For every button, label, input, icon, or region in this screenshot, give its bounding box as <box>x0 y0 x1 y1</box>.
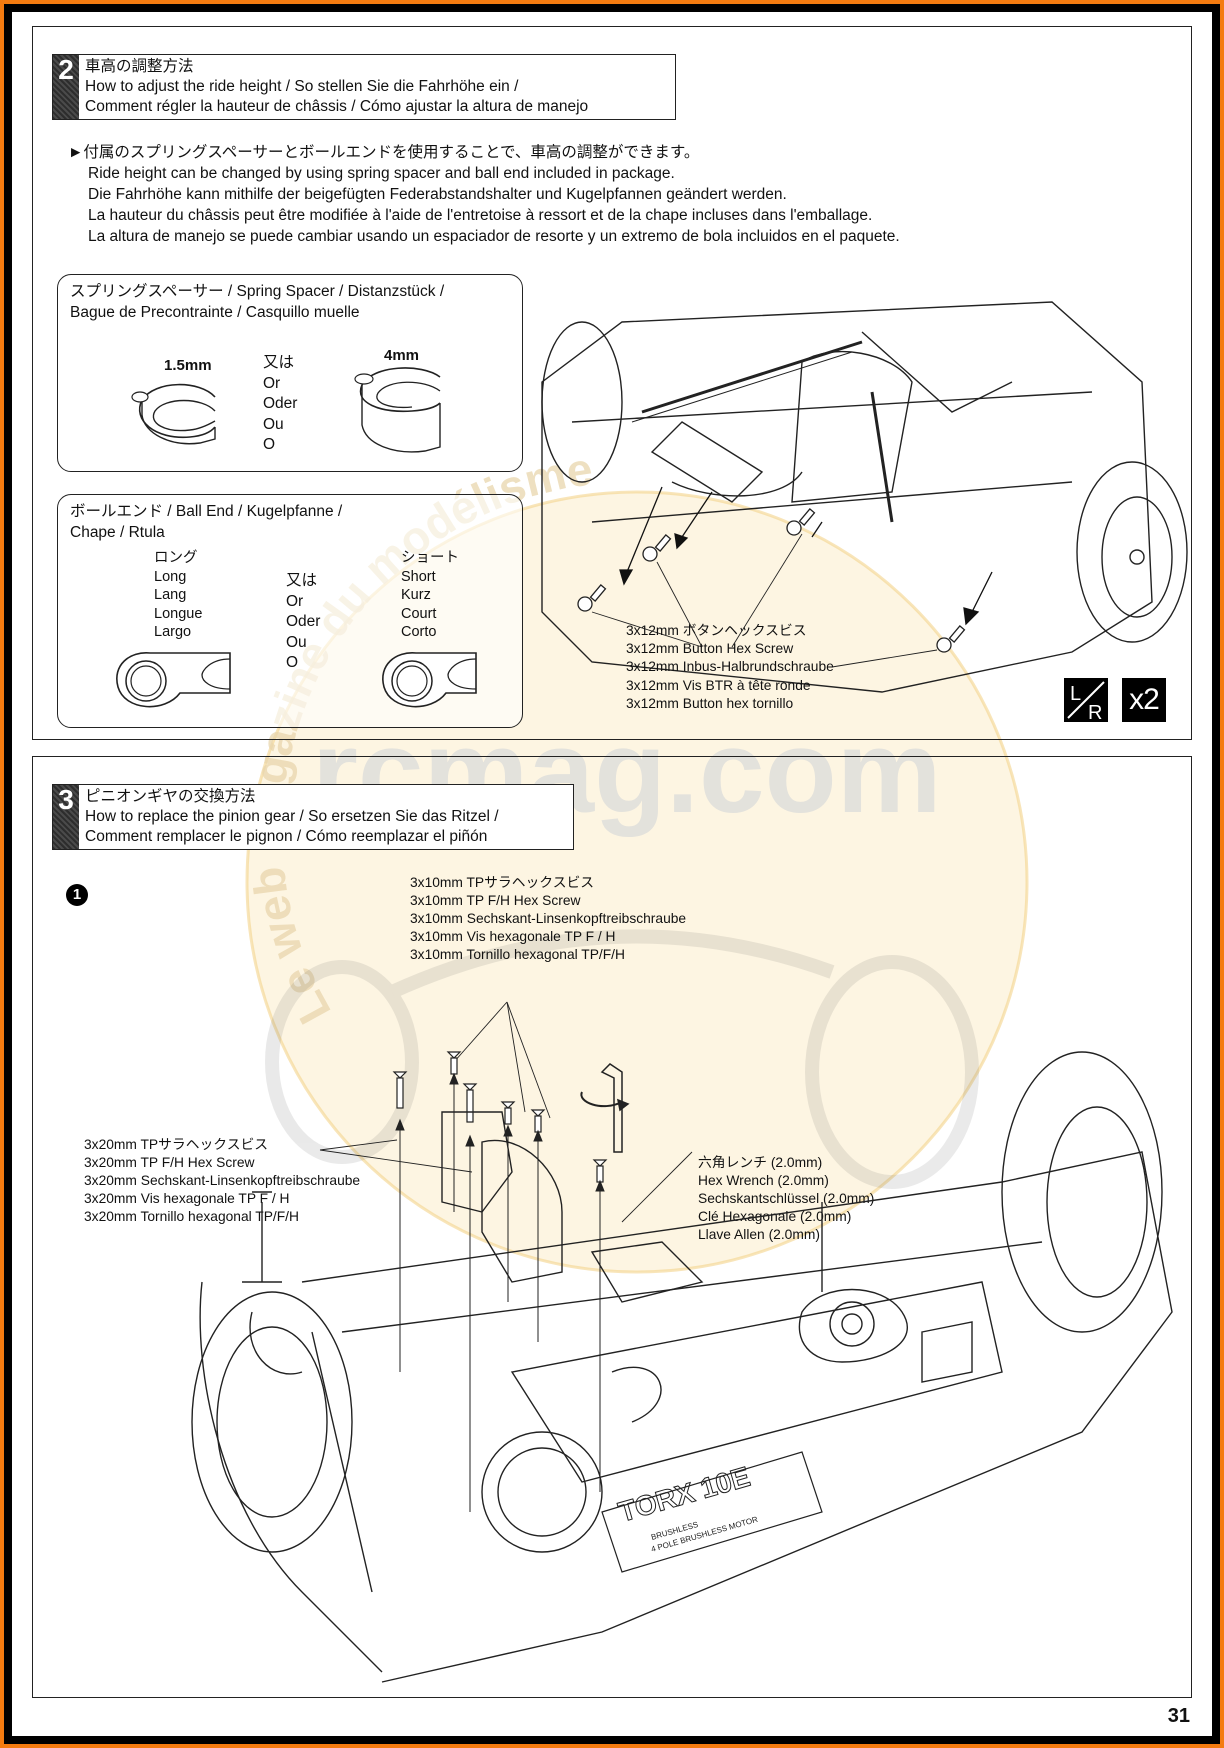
spring-spacer-title-2: Bague de Precontrainte / Casquillo muell… <box>70 304 360 321</box>
step2-screw-callout: 3x12mm ボタンヘックスビス 3x12mm Button Hex Screw… <box>626 623 834 711</box>
step2-number: 2 <box>53 55 79 119</box>
screw-arrows <box>619 486 993 626</box>
step2-car-illustration <box>541 301 1188 693</box>
step3-title-line1: How to replace the pinion gear / So erse… <box>85 808 499 825</box>
ball-end-title-2: Chape / Rtula <box>70 524 165 541</box>
screw-3x20-callout: 3x20mm TPサラヘックスビス 3x20mm TP F/H Hex Scre… <box>84 1137 361 1224</box>
insertion-arrows <box>395 1072 605 1512</box>
ball-end-long-labels: ロング Long Lang Longue Largo <box>154 550 203 640</box>
spacer-1-5mm-label: 1.5mm <box>164 357 212 374</box>
arrow-right-icon: ► <box>68 144 84 161</box>
page-number: 31 <box>1167 1705 1190 1727</box>
step3-title-ja: ピニオンギヤの交換方法 <box>85 788 256 805</box>
intro-line-en: Ride height can be changed by using spri… <box>88 165 675 182</box>
svg-text:L: L <box>1070 683 1081 705</box>
step3-title-line2: Comment remplacer le pignon / Cómo reemp… <box>85 828 488 845</box>
spacer-4mm-icon <box>354 367 441 453</box>
spring-spacer-title-1: スプリングスペーサー / Spring Spacer / Distanzstüc… <box>70 283 445 300</box>
intro-line-es: La altura de manejo se puede cambiar usa… <box>88 228 900 245</box>
screw-3x10-callout: 3x10mm TPサラヘックスビス 3x10mm TP F/H Hex Scre… <box>410 875 687 962</box>
step2-header: 2 車高の調整方法 How to adjust the ride height … <box>52 54 676 120</box>
ball-end-title-1: ボールエンド / Ball End / Kugelpfanne / <box>70 503 343 520</box>
step3-number: 3 <box>53 785 79 849</box>
spring-spacer-box: スプリングスペーサー / Spring Spacer / Distanzstüc… <box>57 274 523 472</box>
left-right-icon: L R <box>1067 681 1105 724</box>
manual-page: Le web magazine du modélisme rcmag.com 2… <box>12 12 1212 1736</box>
intro-line-fr: La hauteur du châssis peut être modifiée… <box>88 207 873 224</box>
hex-wrench-icon <box>580 1063 630 1153</box>
intro-line-ja: 付属のスプリングスペーサーとボールエンドを使用することで、車高の調整ができます。 <box>83 144 700 161</box>
step3-chassis-illustration: TORX 10E BRUSHLESS 4 POLE BRUSHLESS MOTO… <box>191 1001 1173 1683</box>
step2-title-ja: 車高の調整方法 <box>85 58 194 75</box>
step3-header: 3 ピニオンギヤの交換方法 How to replace the pinion … <box>52 784 574 850</box>
quantity-badge: x2 <box>1122 678 1166 722</box>
step3-section <box>32 756 1192 1698</box>
intro-line-de: Die Fahrhöhe kann mithilfe der beigefügt… <box>88 186 787 203</box>
substep-number: 1 <box>66 884 88 906</box>
svg-text:R: R <box>1088 702 1102 724</box>
ball-end-or-words: 又は Or Oder Ou O <box>286 572 321 671</box>
ball-end-short-icon <box>382 652 477 708</box>
flat-head-screws <box>392 1051 608 1183</box>
svg-text:TORX 10E: TORX 10E <box>615 1461 753 1528</box>
ball-end-box: ボールエンド / Ball End / Kugelpfanne / Chape … <box>57 494 523 728</box>
spacer-1-5mm-icon <box>131 383 216 445</box>
quantity-label: x2 <box>1129 683 1160 716</box>
step2-section <box>32 26 1192 740</box>
callout-leader-lines <box>591 533 938 668</box>
spacer-4mm-label: 4mm <box>384 347 420 364</box>
step2-title-line2: Comment régler la hauteur de châssis / C… <box>85 98 589 115</box>
screw-leader-lines <box>319 1001 693 1223</box>
ball-end-long-icon <box>116 652 231 708</box>
button-hex-screws <box>577 508 966 653</box>
step2-intro: ►付属のスプリングスペーサーとボールエンドを使用することで、車高の調整ができます… <box>68 142 900 247</box>
ball-end-short-labels: ショート Short Kurz Court Corto <box>401 550 459 640</box>
step2-title-line1: How to adjust the ride height / So stell… <box>85 78 519 95</box>
chassis-outline <box>191 1051 1173 1683</box>
spacer-or-words: 又は Or Oder Ou O <box>263 354 298 453</box>
left-right-badge: L R <box>1064 678 1108 724</box>
